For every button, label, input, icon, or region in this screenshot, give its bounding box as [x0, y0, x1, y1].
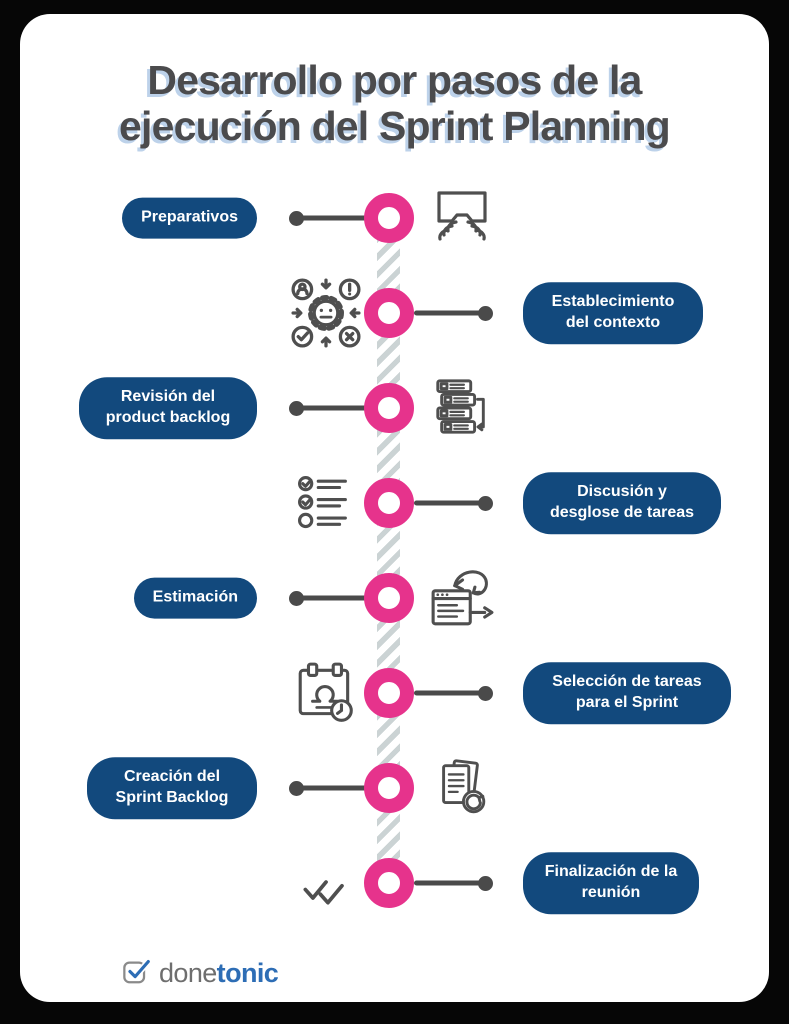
step-label-pill: Preparativos	[122, 197, 257, 239]
page-title-line2: ejecución del Sprint Planning	[119, 102, 671, 149]
estimation-flow-icon	[424, 560, 500, 636]
timeline-node	[364, 858, 414, 908]
connector-line	[289, 780, 367, 796]
connector-line	[289, 210, 367, 226]
step-label-pill: Finalización de la reunión	[523, 852, 699, 914]
connector-line	[289, 590, 367, 606]
step-label: Revisión del product backlog	[105, 388, 231, 426]
page-title: Desarrollo por pasos de la ejecución del…	[20, 57, 769, 150]
connector-dot	[478, 495, 493, 511]
calendar-user-clock-icon	[288, 655, 364, 731]
task-checklist-icon	[288, 465, 364, 541]
connector-line	[414, 685, 493, 701]
step-label: Estimación	[152, 588, 238, 606]
checkbox-logo-icon	[122, 956, 152, 991]
step-label: Creación del Sprint Backlog	[115, 768, 229, 806]
connector-dot	[289, 400, 304, 416]
document-refresh-icon	[424, 750, 500, 826]
connector-dot	[478, 875, 493, 891]
context-gear-icon	[288, 275, 364, 351]
backlog-list-icon	[424, 370, 500, 446]
step-label: Discusión y desglose de tareas	[549, 483, 695, 521]
timeline-node	[364, 478, 414, 528]
step-label: Finalización de la reunión	[544, 863, 678, 901]
connector-dot	[289, 210, 304, 226]
connector-line	[414, 875, 493, 891]
timeline-node	[364, 288, 414, 338]
step-label-pill: Estimación	[133, 577, 257, 619]
step-label: Selección de tareas para el Sprint	[552, 673, 702, 711]
connector-line	[414, 305, 493, 321]
connector-dot	[289, 780, 304, 796]
connector-dot	[478, 685, 493, 701]
step-label-pill: Selección de tareas para el Sprint	[523, 662, 731, 724]
step-label-pill: Revisión del product backlog	[79, 377, 257, 439]
double-check-icon	[288, 845, 364, 921]
connector-dot	[478, 305, 493, 321]
connector-dot	[289, 590, 304, 606]
timeline-node	[364, 193, 414, 243]
step-label-pill: Discusión y desglose de tareas	[523, 472, 721, 534]
timeline-node	[364, 573, 414, 623]
step-label-pill: Creación del Sprint Backlog	[87, 757, 257, 819]
connector-line	[414, 495, 493, 511]
timeline-node	[364, 383, 414, 433]
hands-holding-board-icon	[424, 180, 500, 256]
step-label: Establecimiento del contexto	[551, 293, 675, 331]
infographic-card: Desarrollo por pasos de la ejecución del…	[20, 14, 769, 1002]
brand-name-part2: tonic	[216, 958, 279, 988]
connector-line	[289, 400, 367, 416]
timeline-node	[364, 668, 414, 718]
brand-logo: donetonic	[122, 956, 279, 991]
timeline-node	[364, 763, 414, 813]
brand-name: donetonic	[159, 958, 279, 988]
step-label-pill: Establecimiento del contexto	[523, 282, 703, 344]
brand-name-part1: done	[159, 958, 217, 988]
step-label: Preparativos	[141, 208, 238, 226]
page-title-line1: Desarrollo por pasos de la	[147, 57, 642, 103]
